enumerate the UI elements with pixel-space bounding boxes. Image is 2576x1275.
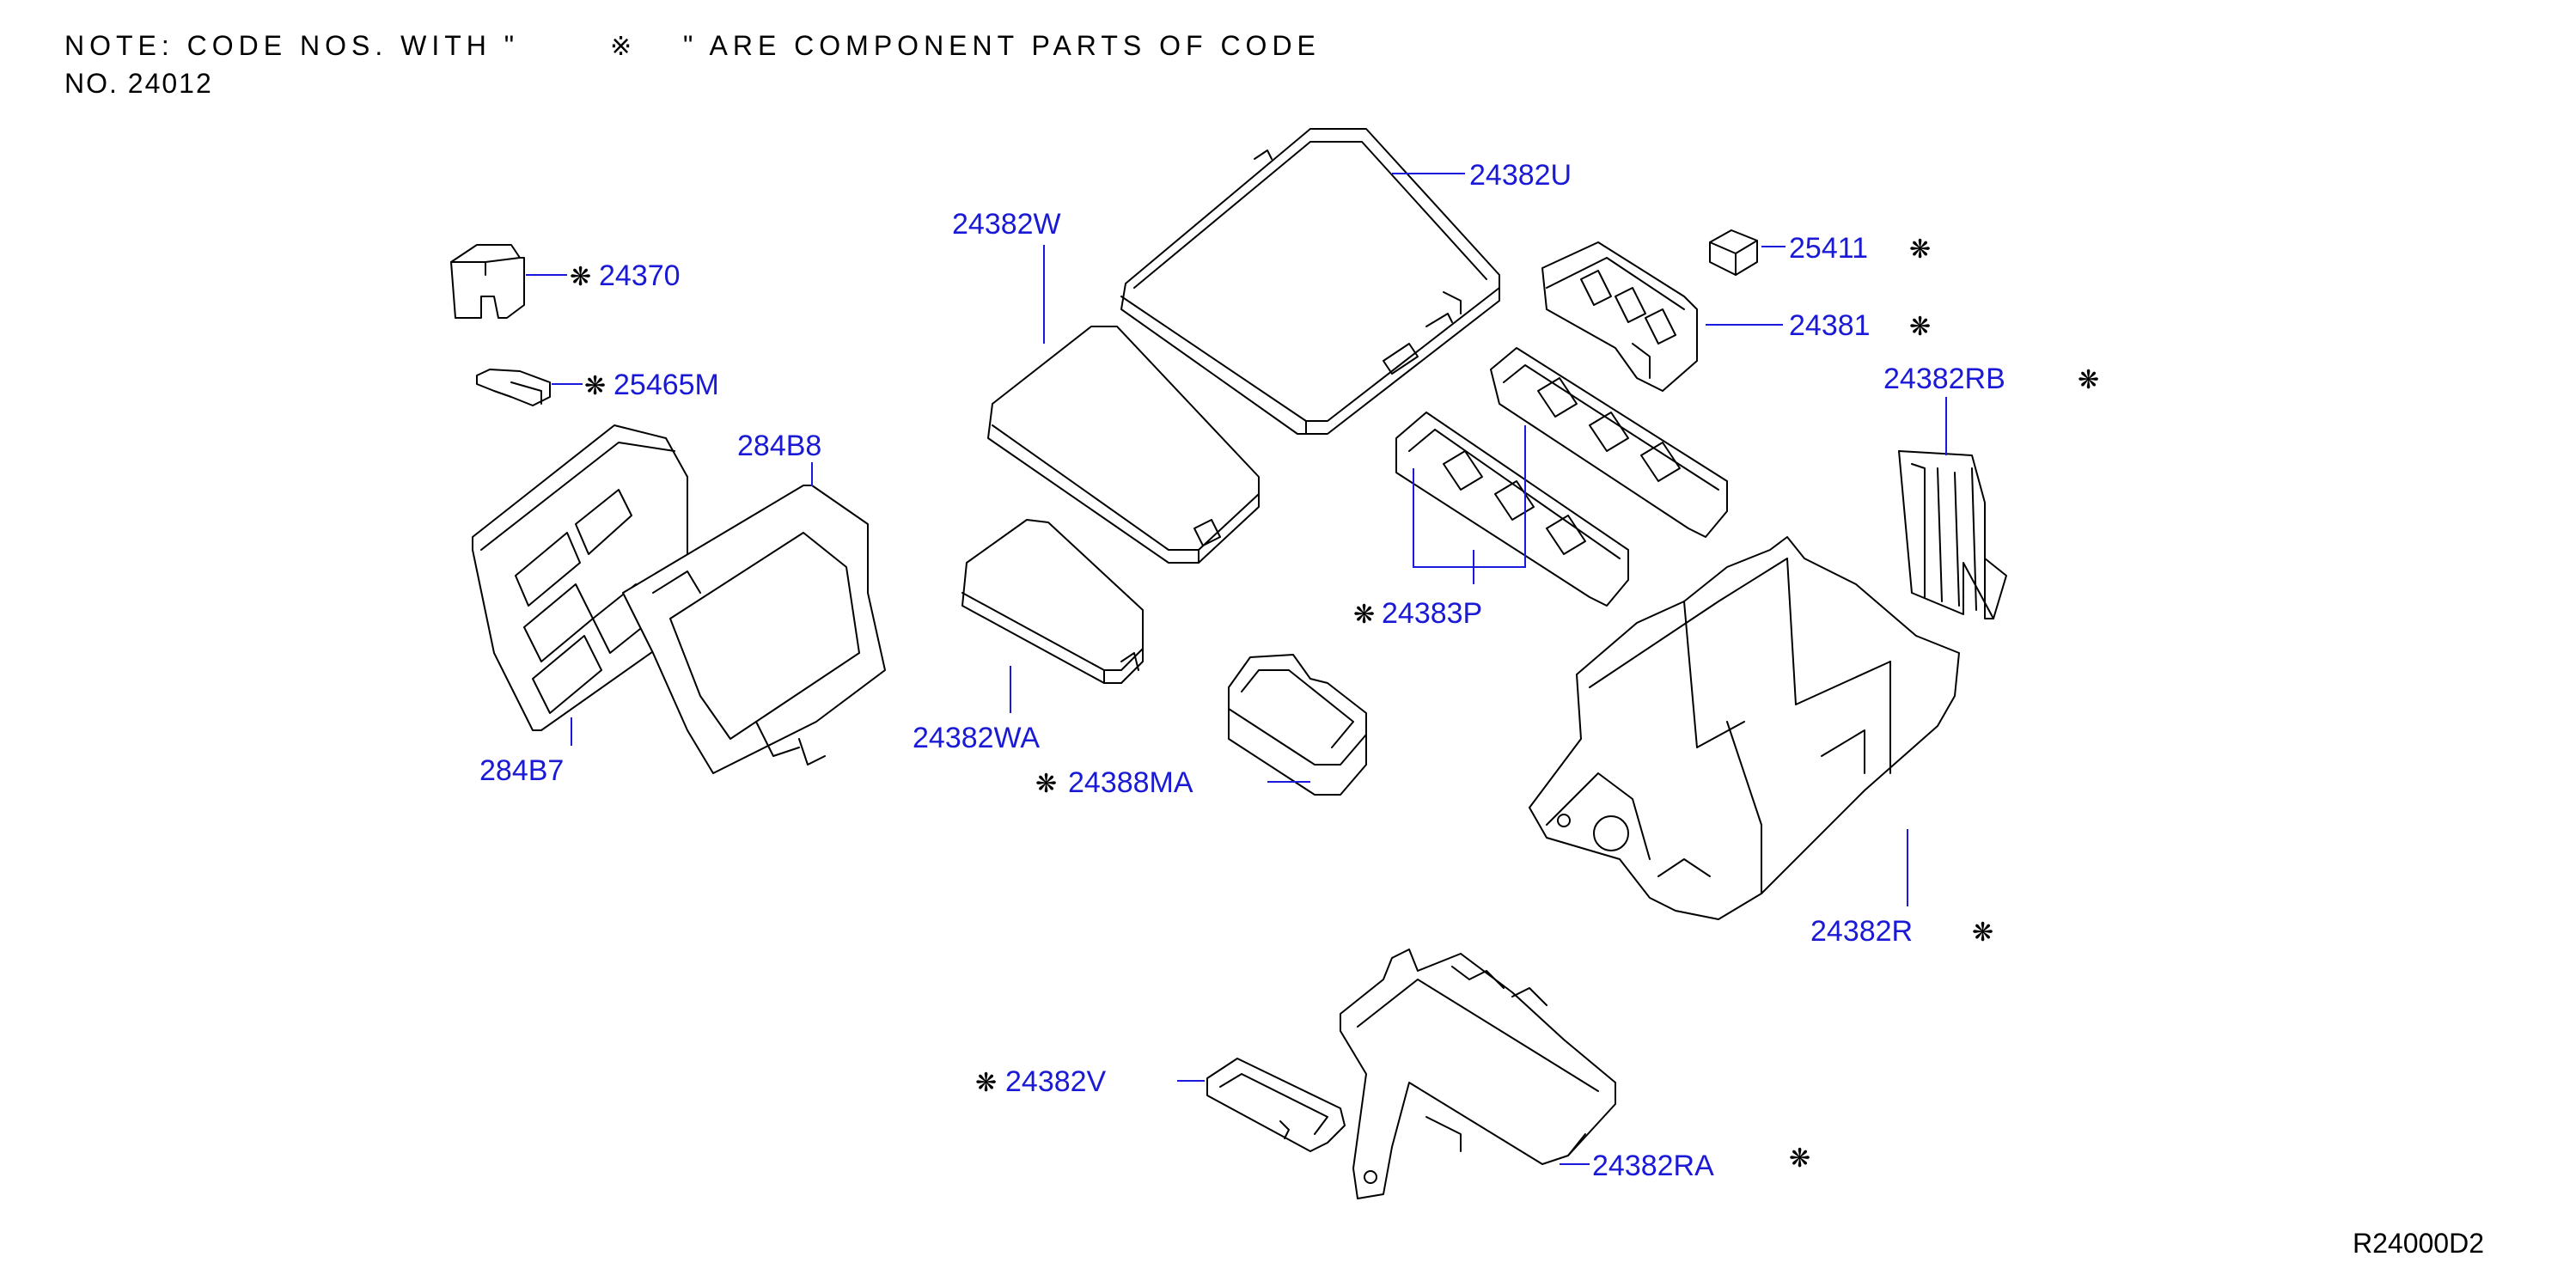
label-24382WA[interactable]: 24382WA (913, 722, 1040, 754)
note-symbol: ※ (610, 32, 632, 62)
label-24388MA[interactable]: 24388MA (1068, 766, 1193, 799)
mark-24382RA: ❋ (1789, 1144, 1810, 1174)
leader-24383P-a (1413, 468, 1474, 568)
part-24382U-cover[interactable] (1120, 128, 1500, 435)
part-24382R-housing[interactable] (1529, 536, 1960, 920)
label-24383P[interactable]: 24383P (1382, 597, 1482, 630)
label-24382RA[interactable]: 24382RA (1592, 1150, 1714, 1182)
part-24388MA-tray[interactable] (1228, 654, 1367, 796)
label-25411[interactable]: 25411 (1789, 232, 1868, 265)
label-24381[interactable]: 24381 (1789, 309, 1871, 342)
part-24382V-lid[interactable] (1206, 1058, 1346, 1152)
label-24382W[interactable]: 24382W (952, 208, 1061, 241)
note-line1-suffix: " ARE COMPONENT PARTS OF CODE (683, 30, 1321, 61)
mark-24382RB: ❋ (2078, 365, 2099, 395)
label-24370[interactable]: 24370 (599, 259, 681, 292)
mark-25411: ❋ (1909, 235, 1931, 265)
part-284B8-bracket[interactable] (622, 485, 886, 774)
label-24382RB[interactable]: 24382RB (1883, 363, 2005, 395)
label-284B7[interactable]: 284B7 (479, 754, 564, 787)
mark-24382V: ❋ (975, 1068, 997, 1098)
part-24383P-strip-lower[interactable] (1395, 412, 1629, 607)
label-24382R[interactable]: 24382R (1810, 915, 1913, 948)
mark-24383P: ❋ (1353, 600, 1375, 630)
mark-24370: ❋ (570, 262, 591, 292)
mark-24381: ❋ (1909, 312, 1931, 342)
part-25465M-fuse[interactable] (476, 369, 551, 406)
diagram-reference-code: R24000D2 (2353, 1228, 2484, 1259)
label-25465M[interactable]: 25465M (613, 369, 719, 401)
part-25411-relay[interactable] (1709, 229, 1758, 276)
note-line1-prefix: NOTE: CODE NOS. WITH " (64, 30, 519, 61)
part-24370-fuse[interactable] (450, 244, 525, 319)
part-24382W-cover[interactable] (987, 326, 1260, 564)
note-line2: NO. 24012 (64, 68, 213, 99)
leader-24383P-b (1474, 425, 1526, 568)
part-24381-connector[interactable] (1541, 241, 1698, 392)
label-24382V[interactable]: 24382V (1005, 1065, 1107, 1098)
part-24382RA-bracket[interactable] (1340, 949, 1616, 1199)
label-284B8[interactable]: 284B8 (737, 430, 821, 462)
part-24382WA-cover[interactable] (961, 519, 1144, 684)
part-24382RB-panel[interactable] (1898, 450, 2007, 619)
mark-24382R: ❋ (1972, 918, 1993, 948)
label-24382U[interactable]: 24382U (1469, 159, 1572, 192)
part-24383P-strip-upper[interactable] (1490, 347, 1728, 538)
mark-25465M: ❋ (584, 371, 606, 401)
part-284B7-block[interactable] (472, 424, 688, 731)
mark-24388MA: ❋ (1035, 769, 1057, 799)
